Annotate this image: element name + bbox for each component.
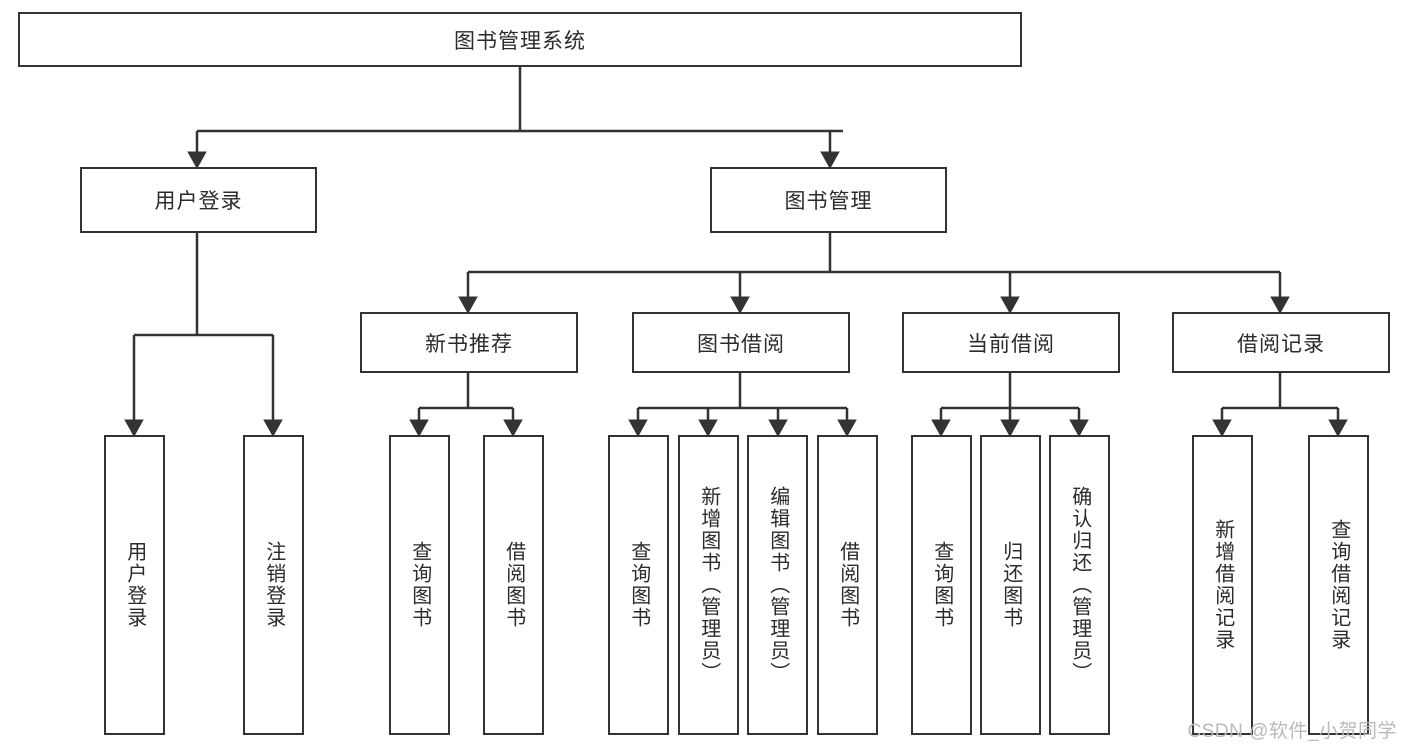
node-leaf-borrow-book-2-label: 借阅图书 bbox=[836, 541, 859, 629]
node-leaf-query-book-3[interactable]: 查询图书 bbox=[911, 435, 972, 735]
node-leaf-edit-book[interactable]: 编辑图书（管理员） bbox=[747, 435, 808, 735]
node-new-book-rec[interactable]: 新书推荐 bbox=[360, 312, 578, 373]
node-leaf-confirm-return-label: 确认归还（管理员） bbox=[1068, 486, 1091, 684]
node-leaf-confirm-return[interactable]: 确认归还（管理员） bbox=[1049, 435, 1110, 735]
node-root-label: 图书管理系统 bbox=[454, 29, 586, 53]
node-root[interactable]: 图书管理系统 bbox=[18, 12, 1022, 67]
node-leaf-edit-book-label: 编辑图书（管理员） bbox=[766, 486, 789, 684]
node-leaf-logout-login-label: 注销登录 bbox=[262, 541, 285, 629]
node-leaf-user-login-label: 用户登录 bbox=[123, 541, 146, 629]
node-leaf-query-book-3-label: 查询图书 bbox=[930, 541, 953, 629]
node-leaf-query-record[interactable]: 查询借阅记录 bbox=[1308, 435, 1369, 735]
node-user-login-label: 用户登录 bbox=[154, 190, 243, 213]
node-leaf-borrow-book-1[interactable]: 借阅图书 bbox=[483, 435, 544, 735]
node-leaf-borrow-book-1-label: 借阅图书 bbox=[502, 541, 525, 629]
node-leaf-add-book-label: 新增图书（管理员） bbox=[697, 486, 720, 684]
node-leaf-return-book[interactable]: 归还图书 bbox=[980, 435, 1041, 735]
node-user-login[interactable]: 用户登录 bbox=[80, 167, 317, 233]
node-current-borrow[interactable]: 当前借阅 bbox=[902, 312, 1120, 373]
node-leaf-add-record[interactable]: 新增借阅记录 bbox=[1192, 435, 1253, 735]
node-leaf-query-record-label: 查询借阅记录 bbox=[1327, 519, 1350, 651]
node-book-borrow-label: 图书借阅 bbox=[697, 332, 785, 356]
node-borrow-record[interactable]: 借阅记录 bbox=[1172, 312, 1390, 373]
node-leaf-return-book-label: 归还图书 bbox=[999, 541, 1022, 629]
node-book-borrow[interactable]: 图书借阅 bbox=[632, 312, 850, 373]
node-book-manage[interactable]: 图书管理 bbox=[710, 167, 947, 233]
node-leaf-query-book-1[interactable]: 查询图书 bbox=[389, 435, 450, 735]
node-leaf-query-book-2-label: 查询图书 bbox=[627, 541, 650, 629]
node-leaf-user-login[interactable]: 用户登录 bbox=[104, 435, 165, 735]
node-leaf-borrow-book-2[interactable]: 借阅图书 bbox=[817, 435, 878, 735]
node-new-book-rec-label: 新书推荐 bbox=[425, 332, 513, 356]
node-book-manage-label: 图书管理 bbox=[784, 190, 873, 213]
node-leaf-query-book-2[interactable]: 查询图书 bbox=[608, 435, 669, 735]
node-leaf-add-record-label: 新增借阅记录 bbox=[1211, 519, 1234, 651]
node-leaf-add-book[interactable]: 新增图书（管理员） bbox=[678, 435, 739, 735]
node-leaf-logout-login[interactable]: 注销登录 bbox=[243, 435, 304, 735]
node-leaf-query-book-1-label: 查询图书 bbox=[408, 541, 431, 629]
node-borrow-record-label: 借阅记录 bbox=[1237, 332, 1325, 356]
node-current-borrow-label: 当前借阅 bbox=[967, 332, 1055, 356]
